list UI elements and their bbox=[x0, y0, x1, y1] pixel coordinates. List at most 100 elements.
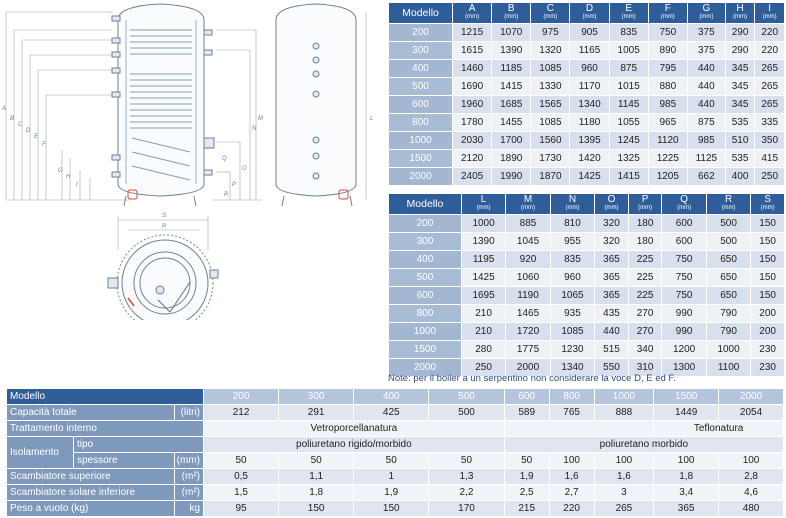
table-cell: 1960 bbox=[453, 96, 492, 113]
table-cell: 1425 bbox=[461, 269, 506, 286]
model-cell: 500 bbox=[389, 269, 461, 286]
column-header-unit: (mm) bbox=[582, 14, 597, 20]
table-cell: 225 bbox=[628, 269, 662, 286]
table-cell: 750 bbox=[648, 24, 687, 41]
table-cell: 2030 bbox=[453, 132, 492, 149]
table-cell: 1460 bbox=[453, 60, 492, 77]
column-header-modello: Modello bbox=[389, 194, 461, 214]
spec-row-scambiatore-superiore-label: Scambiatore superiore bbox=[7, 469, 174, 484]
table-cell: 1100 bbox=[706, 359, 751, 376]
trattamento-value-b: Teflonatura bbox=[654, 421, 783, 436]
column-header-i: I(mm) bbox=[755, 3, 784, 23]
upper-coil bbox=[130, 29, 192, 55]
dim-label-f: F bbox=[42, 142, 46, 148]
spec-row-scambiatore-inferiore-unit: (m²) bbox=[175, 485, 203, 500]
table-cell: 1780 bbox=[453, 114, 492, 131]
isolamento-tipo-b: poliuretano morbido bbox=[504, 437, 783, 452]
spec-model-value: 1500 bbox=[654, 389, 719, 404]
spec-value: 1 bbox=[354, 469, 429, 484]
column-header-unit: (mm) bbox=[621, 14, 636, 20]
column-header-label: Modello bbox=[406, 197, 444, 210]
isolamento-spessore-unit: (mm) bbox=[175, 453, 203, 468]
table-cell: 1455 bbox=[492, 114, 531, 131]
table-cell: 210 bbox=[461, 305, 506, 322]
table-cell: 1120 bbox=[648, 132, 687, 149]
model-cell: 400 bbox=[389, 60, 453, 77]
column-header-label: M bbox=[523, 194, 533, 205]
table-cell: 290 bbox=[725, 42, 755, 59]
spec-value: 1,6 bbox=[549, 469, 594, 484]
spec-value: 265 bbox=[594, 501, 654, 516]
table-cell: 345 bbox=[725, 78, 755, 95]
spec-value: 425 bbox=[354, 405, 429, 420]
table-cell: 1340 bbox=[570, 96, 609, 113]
table-cell: 875 bbox=[687, 114, 725, 131]
spec-model-value: 600 bbox=[504, 389, 549, 404]
table-cell: 365 bbox=[595, 251, 628, 268]
table-cell: 550 bbox=[595, 359, 628, 376]
column-header-label: D bbox=[585, 3, 594, 14]
column-header-unit: (mm) bbox=[660, 14, 675, 20]
column-header-h: H(mm) bbox=[725, 3, 755, 23]
column-header-unit: (mm) bbox=[638, 205, 653, 211]
spec-value: 2,8 bbox=[719, 469, 783, 484]
table-cell: 1685 bbox=[492, 96, 531, 113]
table-cell: 1190 bbox=[506, 287, 550, 304]
model-cell: 300 bbox=[389, 42, 453, 59]
table-cell: 535 bbox=[725, 150, 755, 167]
dim-label-e: E bbox=[34, 134, 39, 140]
spec-value: 150 bbox=[279, 501, 354, 516]
model-cell: 600 bbox=[389, 287, 461, 304]
spec-value: 1,9 bbox=[354, 485, 429, 500]
table-cell: 1215 bbox=[453, 24, 492, 41]
table-cell: 1730 bbox=[531, 150, 570, 167]
column-header-r: R(mm) bbox=[706, 194, 751, 214]
table-cell: 1390 bbox=[492, 42, 531, 59]
isolamento-tipo-a: poliuretano rigido/morbido bbox=[204, 437, 504, 452]
table-cell: 1145 bbox=[609, 96, 648, 113]
table-cell: 890 bbox=[648, 42, 687, 59]
table-cell: 2120 bbox=[453, 150, 492, 167]
table-cell: 880 bbox=[648, 78, 687, 95]
model-cell: 600 bbox=[389, 96, 453, 113]
model-cell: 2000 bbox=[389, 168, 453, 185]
spec-value: 2,7 bbox=[549, 485, 594, 500]
table-cell: 320 bbox=[595, 215, 628, 232]
table-cell: 225 bbox=[628, 251, 662, 268]
table-cell: 965 bbox=[648, 114, 687, 131]
spec-value: 2,2 bbox=[429, 485, 504, 500]
table-cell: 1000 bbox=[706, 341, 751, 358]
column-header-label: B bbox=[507, 3, 515, 14]
table-cell: 1055 bbox=[609, 114, 648, 131]
table-cell: 1340 bbox=[550, 359, 595, 376]
column-header-unit: (mm) bbox=[721, 205, 736, 211]
table-cell: 1005 bbox=[609, 42, 648, 59]
table-cell: 790 bbox=[706, 323, 751, 340]
table-cell: 1395 bbox=[570, 132, 609, 149]
spec-row-scambiatore-superiore-unit: (m²) bbox=[175, 469, 203, 484]
column-header-unit: (mm) bbox=[760, 205, 775, 211]
table-cell: 662 bbox=[687, 168, 725, 185]
spec-value: 95 bbox=[204, 501, 279, 516]
table-cell: 1300 bbox=[662, 359, 706, 376]
table-cell: 1000 bbox=[461, 215, 506, 232]
table-cell: 270 bbox=[628, 305, 662, 322]
table-cell: 435 bbox=[595, 305, 628, 322]
table-cell: 1125 bbox=[687, 150, 725, 167]
model-cell: 1500 bbox=[389, 150, 453, 167]
table-cell: 2000 bbox=[506, 359, 550, 376]
table-cell: 1200 bbox=[662, 341, 706, 358]
spec-value: 4,6 bbox=[719, 485, 783, 500]
spec-value: 150 bbox=[354, 501, 429, 516]
spec-value: 100 bbox=[549, 453, 594, 468]
spec-value: 3,4 bbox=[654, 485, 719, 500]
table-cell: 150 bbox=[751, 251, 784, 268]
column-header-m: M(mm) bbox=[506, 194, 550, 214]
column-header-label: A bbox=[468, 3, 476, 14]
